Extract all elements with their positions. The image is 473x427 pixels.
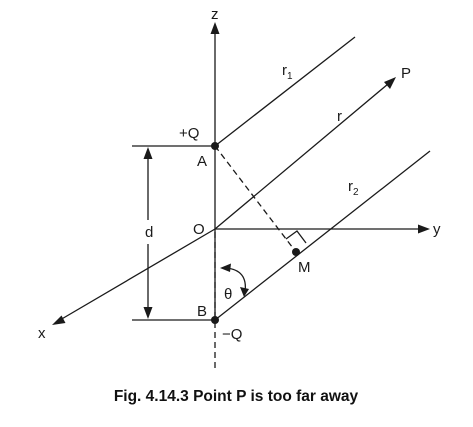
x-axis-line bbox=[59, 228, 216, 321]
r2-label: r2 bbox=[348, 178, 359, 198]
distance-label: d bbox=[145, 224, 153, 241]
x-axis-arrowhead bbox=[52, 315, 66, 325]
point-b-dot bbox=[211, 316, 219, 324]
point-b-label: B bbox=[197, 303, 207, 320]
theta-arc-arrowhead-bottom bbox=[240, 287, 249, 297]
r2-label-base: r bbox=[348, 178, 353, 195]
r2-line bbox=[214, 150, 431, 321]
charge-negative-label: −Q bbox=[222, 326, 242, 343]
x-axis-label: x bbox=[38, 325, 46, 342]
charge-positive-label: +Q bbox=[179, 125, 199, 142]
point-m-dot bbox=[292, 248, 300, 256]
r-label: r bbox=[337, 108, 342, 125]
theta-arc-arrowhead-top bbox=[220, 263, 231, 272]
y-axis-label: y bbox=[433, 221, 441, 238]
z-axis-label: z bbox=[211, 6, 219, 23]
r1-label: r1 bbox=[282, 62, 293, 82]
point-m-label: M bbox=[298, 259, 311, 276]
y-axis-arrowhead bbox=[418, 224, 430, 234]
z-axis-arrowhead bbox=[210, 22, 220, 34]
d-arrow-up bbox=[143, 147, 153, 159]
r-line bbox=[214, 83, 389, 230]
point-p-label: P bbox=[401, 65, 411, 82]
r1-label-sub: 1 bbox=[287, 71, 293, 82]
r-line-arrowhead bbox=[384, 77, 396, 89]
d-arrow-down bbox=[143, 307, 153, 319]
origin-label: O bbox=[193, 221, 205, 238]
point-a-label: A bbox=[197, 153, 207, 170]
perpendicular-am bbox=[214, 145, 297, 253]
right-angle-marker bbox=[285, 230, 307, 244]
point-a-dot bbox=[211, 142, 219, 150]
r1-line bbox=[214, 36, 356, 147]
figure-caption: Fig. 4.14.3 Point P is too far away bbox=[114, 388, 359, 405]
r2-label-sub: 2 bbox=[353, 187, 359, 198]
r1-label-base: r bbox=[282, 62, 287, 79]
theta-label: θ bbox=[224, 286, 232, 303]
